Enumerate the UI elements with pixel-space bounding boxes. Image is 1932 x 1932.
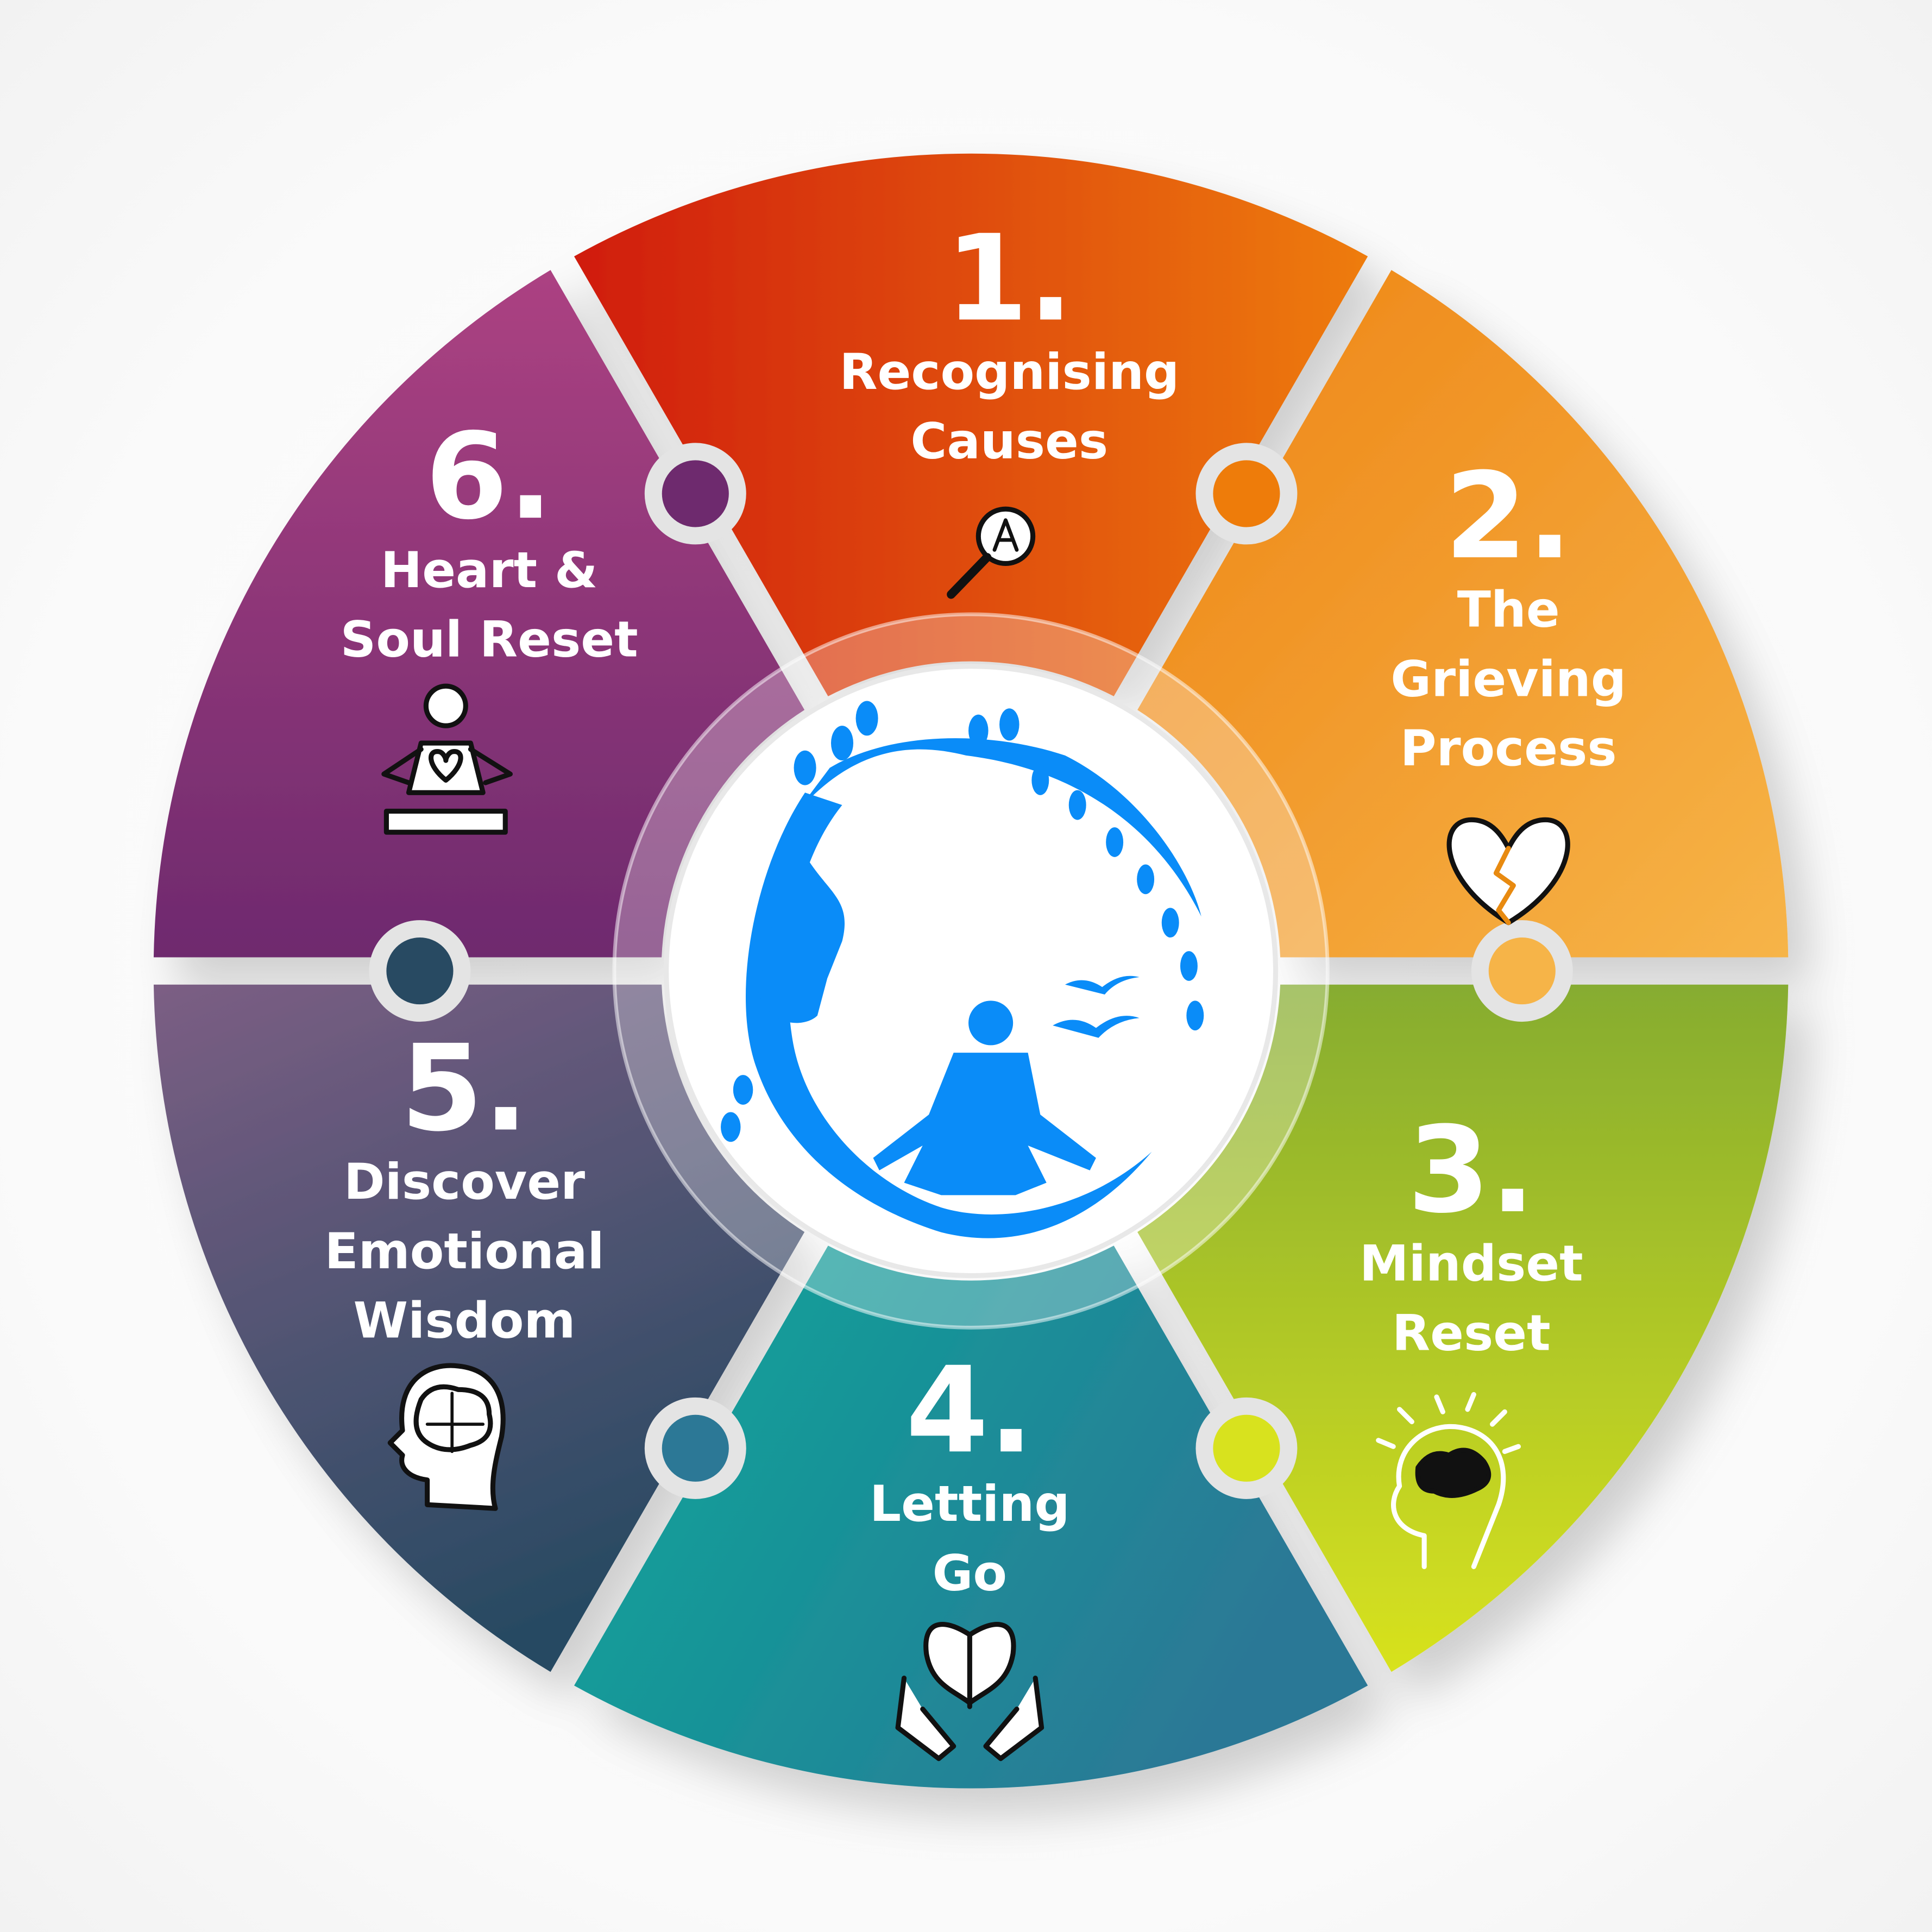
step-label-line: Recognising (839, 343, 1179, 401)
puzzle-knob (644, 443, 746, 545)
step-label-line: Emotional (324, 1222, 604, 1280)
bird-icon (1053, 1016, 1140, 1038)
step-label-line: The (1457, 581, 1560, 639)
step-label-line: Process (1400, 719, 1617, 777)
leaf-cluster (721, 701, 1204, 1142)
segment-step-1 (574, 153, 1368, 696)
puzzle-knob (1195, 1397, 1298, 1499)
segments (153, 153, 1789, 1789)
step-label-line: Mindset (1360, 1235, 1583, 1293)
segment-step-4 (574, 1245, 1368, 1789)
puzzle-knob (1195, 443, 1298, 545)
step-icons (381, 506, 1570, 1761)
step-label-line: Discover (344, 1153, 585, 1211)
step-number: 6. (425, 407, 553, 546)
step-label-line: Heart & (381, 541, 598, 599)
step-label-line: Causes (910, 412, 1108, 470)
meditating-heart-icon (381, 683, 513, 835)
butterfly-hands-icon (895, 1621, 1044, 1761)
meditation-tree-logo (721, 701, 1204, 1238)
step-label-line: Letting (870, 1475, 1070, 1533)
puzzle-knob (1471, 920, 1573, 1022)
head-brain-icon (387, 1363, 506, 1511)
segment-step-3 (1137, 984, 1789, 1672)
step-label-line: Soul Reset (341, 610, 638, 668)
bird-icon (1065, 976, 1140, 995)
step-number: 4. (906, 1341, 1034, 1480)
step-number: 3. (1407, 1101, 1535, 1239)
brain-idea-icon (1376, 1392, 1521, 1569)
segment-step-2 (1137, 270, 1789, 958)
step-number: 1. (946, 209, 1073, 348)
segment-step-5 (153, 984, 805, 1672)
puzzle-knob (369, 920, 471, 1022)
broken-heart-icon (1446, 817, 1570, 926)
step-number: 5. (400, 1019, 528, 1157)
step-number: 2. (1444, 447, 1572, 586)
step-label-line: Grieving (1390, 650, 1626, 708)
step-label-line: Go (933, 1544, 1008, 1602)
magnifier-icon (947, 506, 1036, 599)
step-label-line: Reset (1392, 1304, 1551, 1362)
segment-step-6 (153, 270, 805, 958)
puzzle-knob (644, 1397, 746, 1499)
step-label-line: Wisdom (354, 1292, 576, 1350)
puzzle-knobs (369, 443, 1573, 1499)
